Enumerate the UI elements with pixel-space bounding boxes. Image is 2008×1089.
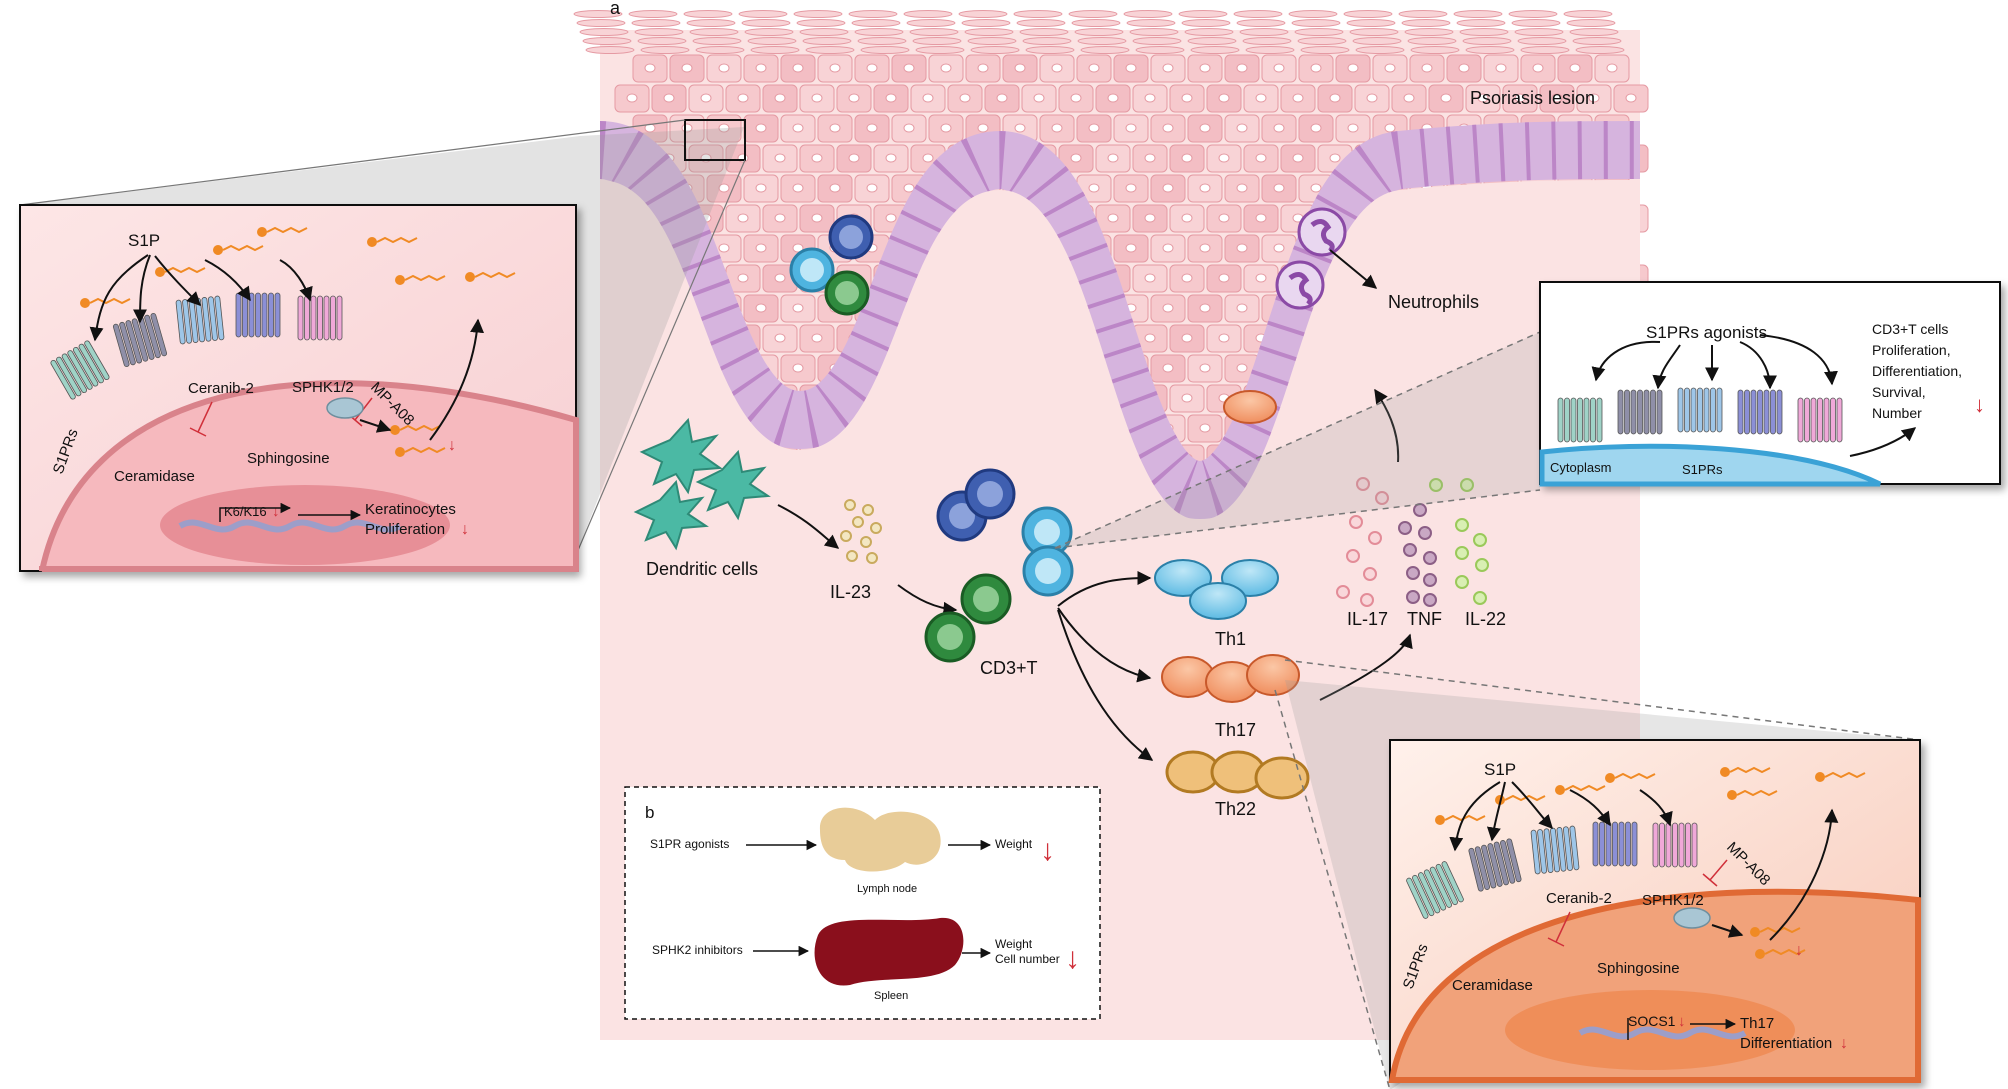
panel-b: b S1PR agonists Lymph node Weight ↓ SPHK… (624, 786, 1101, 1020)
mp-a08-inhibit-icon (1702, 859, 1728, 887)
sphk-enzyme (326, 397, 364, 419)
row2-output-line2: Cell number (995, 952, 1060, 966)
ceramidase-label: Ceramidase (1452, 977, 1533, 994)
row1-output-label: Weight (995, 837, 1033, 851)
sphingosine-label: Sphingosine (1597, 960, 1680, 977)
down-arrow-icon: ↓ (1065, 942, 1080, 975)
effect-line-0: CD3+T cells (1872, 321, 1948, 337)
th1-label: Th1 (1215, 629, 1246, 649)
row2-output-line1: Weight (995, 937, 1033, 951)
th17-cells (1161, 654, 1300, 703)
down-arrow-icon: ↓ (1974, 392, 1985, 417)
dendritic-cells (633, 417, 771, 551)
outcome-line1: Keratinocytes (365, 501, 456, 518)
neutrophils (1275, 207, 1347, 310)
il-23-molecules (840, 499, 882, 564)
lymph-node-icon (819, 807, 941, 872)
sphingosine-label: Sphingosine (247, 450, 330, 467)
ceranib-inhibit-icon (1547, 911, 1571, 947)
effect-line-3: Survival, (1872, 384, 1926, 400)
panel-a-letter: a (610, 0, 621, 18)
down-arrow-icon: ↓ (272, 503, 280, 520)
ceranib-label: Ceranib-2 (188, 380, 254, 397)
down-arrow-icon: ↓ (461, 521, 469, 538)
stratum-corneum (573, 10, 1625, 54)
neutrophils-label: Neutrophils (1388, 292, 1479, 312)
il-22-label: IL-22 (1465, 609, 1506, 629)
down-arrow-icon: ↓ (448, 437, 456, 454)
cd3-t-cells (924, 468, 1074, 663)
dendritic-cells-label: Dendritic cells (646, 559, 758, 579)
down-arrow-icon: ↓ (1678, 1013, 1686, 1030)
dna-icon (1578, 1026, 1747, 1040)
panel-b-letter: b (645, 803, 654, 822)
zoom-source-box (684, 119, 746, 161)
sphk-enzyme (1673, 907, 1711, 929)
th17-inset-content: S1P S1PRs Ceranib-2 MP-A08 SPHK1/2 Sphin… (1388, 760, 1921, 1083)
agonists-label: S1PRs agonists (1646, 323, 1767, 342)
spleen-icon (814, 917, 964, 986)
row2-input-label: SPHK2 inhibitors (652, 943, 743, 957)
il-17-molecules (1336, 477, 1389, 607)
down-arrow-icon: ↓ (1795, 942, 1803, 959)
s1p-receptors (50, 292, 343, 400)
tnf-label: TNF (1407, 609, 1442, 629)
effect-line-2: Differentiation, (1872, 363, 1962, 379)
lymph-node-label: Lymph node (857, 883, 917, 895)
s1p-receptors (1406, 821, 1698, 919)
s1p-lipids (80, 226, 516, 457)
spleen-label: Spleen (874, 990, 908, 1002)
th1-cells (1154, 559, 1279, 620)
s1p-label: S1P (128, 231, 160, 250)
s1p-label: S1P (1484, 760, 1516, 779)
epidermal-t-cells (789, 214, 874, 316)
tcell-inset-content: S1PRs agonists S1PRs Cytoplasm CD3+T cel… (1539, 321, 1985, 487)
cd3-t-label: CD3+T (980, 658, 1038, 678)
s1p-lipids (1435, 766, 1866, 959)
down-arrow-icon: ↓ (1840, 1035, 1848, 1052)
effect-line-4: Number (1872, 405, 1922, 421)
ceranib-inhibit-icon (189, 401, 213, 437)
ceranib-label: Ceranib-2 (1546, 890, 1612, 907)
dna-icon (178, 519, 402, 533)
tcell-s1prs-label: S1PRs (1682, 462, 1723, 477)
il-22-molecules (1429, 478, 1489, 605)
tnf-molecules (1398, 503, 1437, 607)
down-arrow-icon: ↓ (1040, 834, 1055, 867)
gene-label: K6/K16 (224, 504, 267, 519)
il-23-label: IL-23 (830, 582, 871, 602)
gene-label: SOCS1 (1628, 1013, 1676, 1029)
outcome-line2: Differentiation (1740, 1035, 1832, 1052)
th17-label: Th17 (1215, 720, 1256, 740)
sphk-label: SPHK1/2 (292, 379, 354, 396)
outcome-line1: Th17 (1740, 1015, 1774, 1032)
th22-label: Th22 (1215, 799, 1256, 819)
cytoplasm-label: Cytoplasm (1550, 460, 1611, 475)
th17-in-epidermis (1223, 390, 1277, 424)
il-17-label: IL-17 (1347, 609, 1388, 629)
sphk-label: SPHK1/2 (1642, 892, 1704, 909)
keratinocyte-inset-content: S1P S1PRs Ceranib-2 MP-A08 SPHK1/2 Sphin… (39, 226, 579, 572)
th22-cells (1165, 750, 1310, 800)
effect-line-1: Proliferation, (1872, 342, 1951, 358)
basal-layer (596, 121, 1641, 519)
psoriasis-lesion-label: Psoriasis lesion (1470, 88, 1595, 108)
row1-input-label: S1PR agonists (650, 837, 729, 851)
outcome-line2: Proliferation (365, 521, 445, 538)
ceramidase-label: Ceramidase (114, 468, 195, 485)
